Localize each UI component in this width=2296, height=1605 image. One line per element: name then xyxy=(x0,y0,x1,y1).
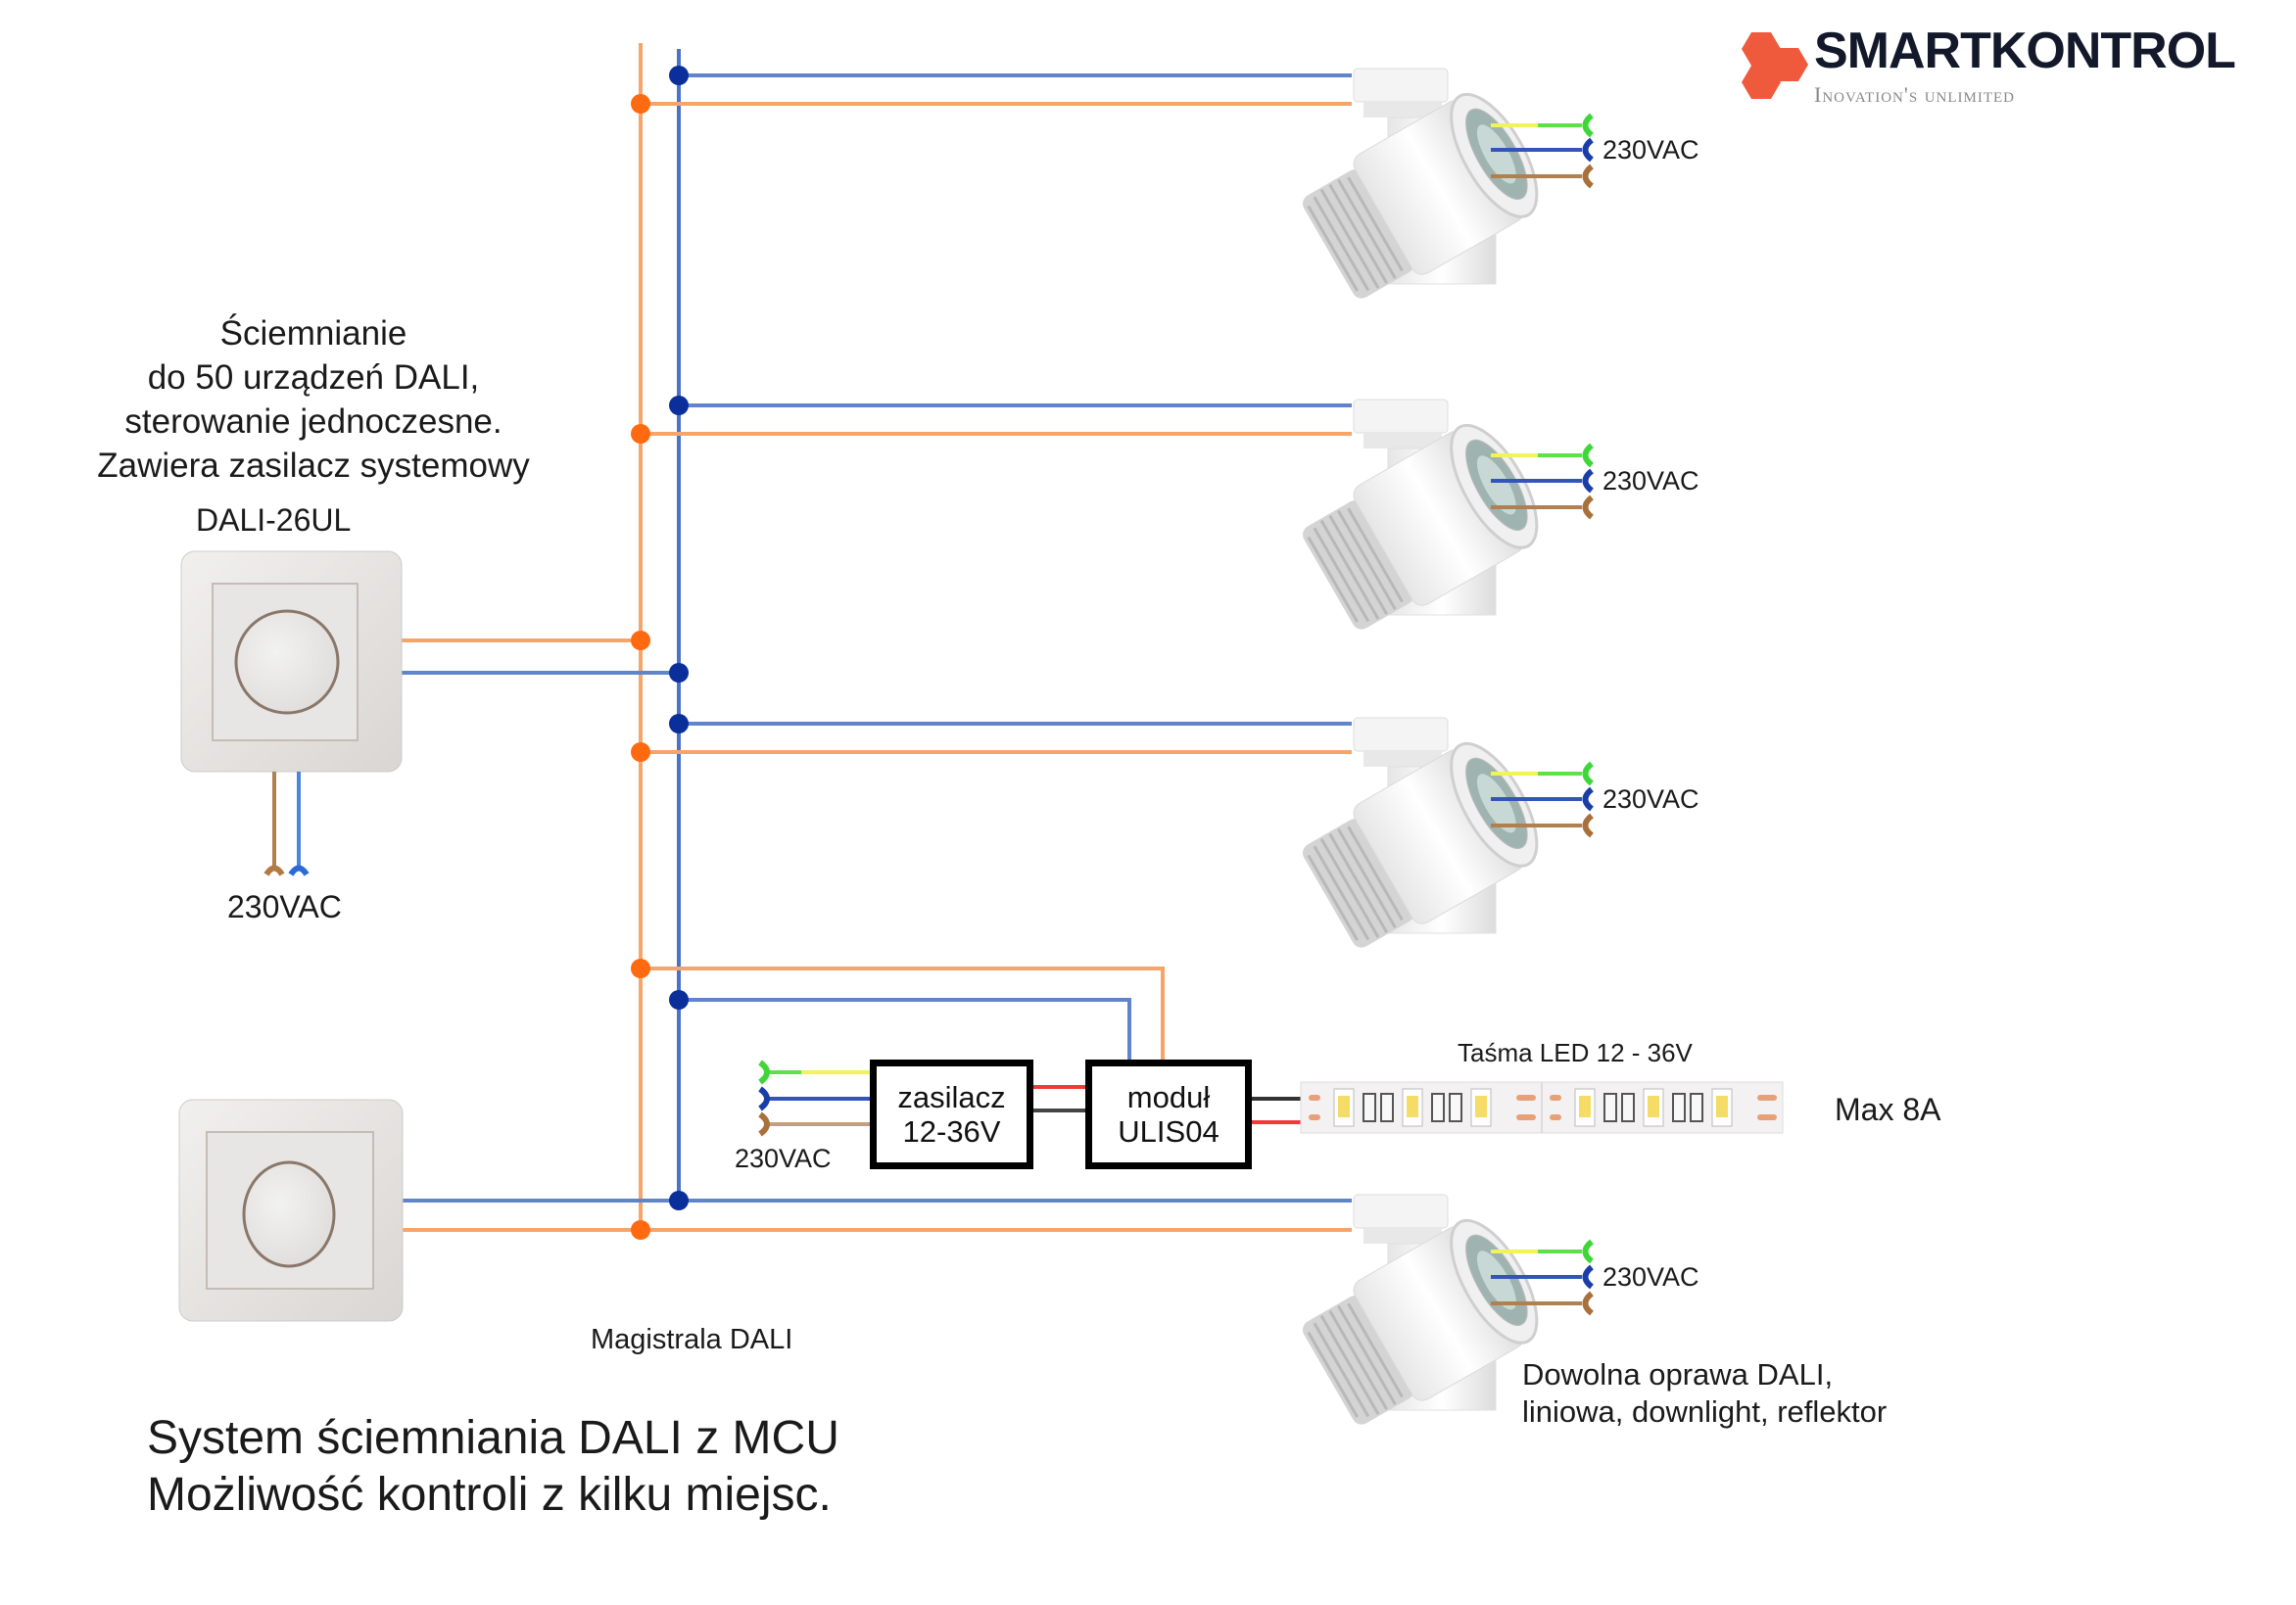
lamp-3 xyxy=(1292,716,1555,962)
psu-line: zasilacz xyxy=(897,1080,1006,1114)
controller-model-label: DALI-26UL xyxy=(196,502,352,538)
fixture-note-line: Dowolna oprawa DALI, xyxy=(1522,1357,1834,1392)
logo-hexagon-icon xyxy=(1742,32,1808,99)
controller-supply-label: 230VAC xyxy=(227,889,342,924)
dimmer-secondary xyxy=(178,1099,404,1322)
fixture-3-supply-label: 230VAC xyxy=(1602,784,1699,814)
ac-connector-icons xyxy=(1582,113,1594,1316)
title-line: Możliwość kontroli z kilku miejsc. xyxy=(147,1469,832,1521)
psu-input-wires xyxy=(758,1060,870,1137)
fixture-note-line: liniowa, downlight, reflektor xyxy=(1522,1394,1888,1429)
description-line: sterowanie jednoczesne. xyxy=(124,402,502,441)
fixture-4-supply-label: 230VAC xyxy=(1602,1262,1699,1292)
psu-line: 12-36V xyxy=(902,1114,1001,1149)
fixture-1-supply-label: 230VAC xyxy=(1602,135,1699,165)
max-current-label: Max 8A xyxy=(1835,1092,1941,1127)
description-line: Ściemnianie xyxy=(219,314,407,353)
module-line: moduł xyxy=(1126,1080,1211,1114)
description-line: Zawiera zasilacz systemowy xyxy=(97,447,530,485)
dali-bus-label: Magistrala DALI xyxy=(591,1324,793,1355)
led-strip xyxy=(1300,1081,1784,1134)
module-line: ULIS04 xyxy=(1118,1114,1220,1149)
title-line: System ściemniania DALI z MCU xyxy=(147,1412,839,1464)
led-strip-label: Taśma LED 12 - 36V xyxy=(1458,1038,1693,1067)
fixture-2-supply-label: 230VAC xyxy=(1602,466,1699,496)
dimmer-supply-wires xyxy=(263,772,310,876)
lamp-2 xyxy=(1292,398,1555,643)
controller-description: Ściemnianie do 50 urządzeń DALI, sterowa… xyxy=(39,311,588,488)
description-line: do 50 urządzeń DALI, xyxy=(147,358,480,397)
logo-name: SMARTKONTROL xyxy=(1814,23,2236,79)
diagram-title: System ściemniania DALI z MCU Możliwość … xyxy=(147,1410,839,1524)
psu-supply-label: 230VAC xyxy=(735,1144,832,1173)
lamp-ac-wires xyxy=(1491,123,1582,1305)
fixture-note: Dowolna oprawa DALI, liniowa, downlight,… xyxy=(1522,1356,1887,1431)
branch-lines xyxy=(402,73,1352,1232)
power-supply-box: zasilacz 12-36V xyxy=(870,1060,1033,1169)
logo-tagline: Inovation's unlimited xyxy=(1814,82,2016,107)
dimmer-dali-26ul xyxy=(180,550,403,773)
module-box: moduł ULIS04 xyxy=(1085,1060,1252,1169)
junction-dots xyxy=(631,66,689,1240)
